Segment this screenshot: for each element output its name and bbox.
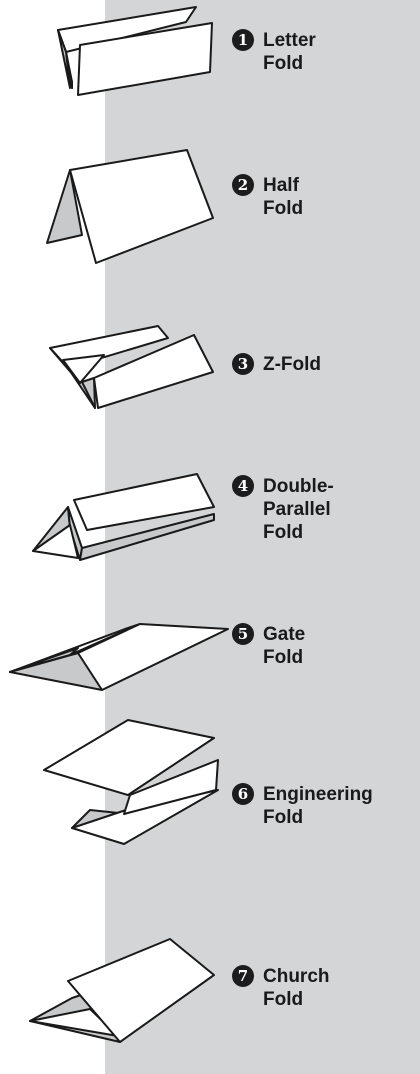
half-fold-illustration	[46, 149, 214, 264]
number-badge-6: 6	[232, 783, 254, 805]
number-badge-7: 7	[232, 965, 254, 987]
fold-label-church: 7 Church Fold	[232, 965, 330, 1011]
double-parallel-fold-illustration	[32, 473, 215, 561]
fold-name-line: Fold	[263, 53, 304, 74]
fold-name-line: Fold	[263, 522, 304, 543]
fold-label-letter: 1 Letter Fold	[232, 29, 316, 75]
fold-label-double-parallel: 4 Double- Parallel Fold	[232, 475, 334, 544]
fold-name-line: Z-Fold	[263, 354, 322, 375]
fold-label-engineering: 6 Engineering Fold	[232, 783, 373, 829]
letter-fold-illustration	[57, 6, 213, 96]
number-badge-5: 5	[232, 623, 254, 645]
fold-label-half: 2 Half Fold	[232, 174, 303, 220]
number-badge-2: 2	[232, 174, 254, 196]
number-badge-4: 4	[232, 475, 254, 497]
number-badge-1: 1	[232, 29, 254, 51]
fold-label-gate: 5 Gate Fold	[232, 623, 305, 669]
engineering-fold-illustration	[43, 719, 219, 845]
fold-name-line: Fold	[263, 198, 304, 219]
fold-label-z: 3 Z-Fold	[232, 353, 321, 376]
church-fold-illustration	[29, 938, 215, 1043]
fold-name-line: Fold	[263, 807, 304, 828]
fold-name-line: Letter	[263, 30, 316, 51]
fold-name-line: Fold	[263, 647, 304, 668]
gate-fold-illustration	[9, 623, 229, 691]
fold-name-line: Double-	[263, 476, 334, 497]
fold-name-line: Parallel	[263, 499, 331, 520]
fold-name-line: Half	[263, 175, 299, 196]
z-fold-illustration	[49, 325, 214, 409]
fold-name-line: Fold	[263, 989, 304, 1010]
fold-name-line: Gate	[263, 624, 306, 645]
number-badge-3: 3	[232, 353, 254, 375]
fold-name-line: Church	[263, 966, 330, 987]
fold-name-line: Engineering	[263, 784, 373, 805]
